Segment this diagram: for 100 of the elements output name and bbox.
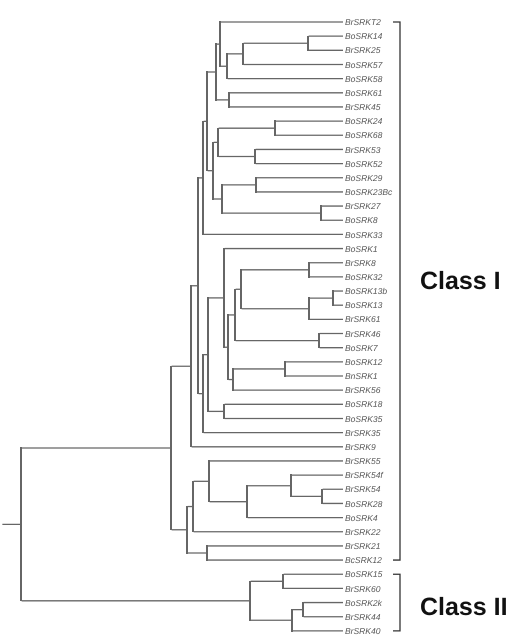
clade-line [207,297,209,412]
branch-line [236,340,318,342]
branch-line [210,501,246,502]
taxon-label: BrSRK8 [345,258,376,268]
clade-line [206,71,208,172]
clade-line [332,290,334,306]
branch-line [224,404,343,405]
taxon-label: BoSRK7 [345,342,378,353]
branch-line [310,262,343,264]
branch-line [172,366,190,367]
taxon-label: BrSRKT2 [345,17,381,28]
taxon-label: BoSRK58 [345,74,382,84]
class-label: Class I [420,267,501,295]
branch-line [276,134,343,136]
clade-line [291,608,293,632]
branch-line [192,285,198,286]
clade-line [212,142,214,200]
branch-line [244,64,343,66]
branch-line [208,410,224,412]
branch-line [230,92,343,94]
taxon-label: BoSRK23Bc [345,187,392,198]
clade-line [192,480,194,532]
clade-line [221,184,223,214]
taxon-label: BrSRK21 [345,541,380,552]
branch-line [218,128,274,129]
taxon-label: BrSRK35 [345,428,380,438]
taxon-label: BrSRK56 [345,385,380,396]
branch-line [308,36,343,37]
clade-line [20,447,22,602]
clade-line [228,92,230,108]
taxon-label: BoSRK14 [345,31,382,42]
branch-line [222,212,320,214]
taxon-label: BrSRK46 [345,328,380,339]
clade-line [320,205,322,221]
branch-line [194,480,208,482]
branch-line [208,545,343,547]
branch-line [250,620,292,621]
branch-line [292,496,322,497]
taxon-label: BrSRK9 [345,442,376,452]
clade-line [208,460,210,502]
branch-line [284,588,343,590]
clade-line [242,42,244,66]
taxon-label: BoSRK1 [345,244,378,254]
branch-line [204,354,208,356]
branch-line [244,42,308,44]
branch-line [220,66,226,67]
taxon-label: BrSRK55 [345,456,380,466]
clade-line [318,332,320,348]
clade-line [255,177,257,193]
taxon-label: BoSRK13 [345,300,382,310]
clade-line [170,366,172,530]
class-label: Class II [420,593,508,621]
taxon-label: BrSRK40 [345,626,380,636]
branch-line [304,616,343,618]
taxon-label: BrSRK27 [345,201,380,212]
branch-line [188,552,206,554]
taxon-label: BoSRK15 [345,569,382,580]
branch-line [210,460,343,462]
clade-line [197,177,199,394]
branch-line [310,318,343,320]
clade-line [226,53,228,80]
branch-line [310,297,332,299]
taxon-label: BrSRK61 [345,314,380,324]
branch-line [224,248,343,250]
clade-line [274,120,276,136]
branch-line [320,347,343,348]
taxon-label: BoSRK2k [345,598,382,608]
branch-line [234,368,284,370]
branch-line [198,177,202,179]
taxon-label: BrSRK54 [345,484,380,494]
clade-line [223,248,225,348]
clade-line [215,43,217,101]
clade-line [190,285,192,448]
taxon-label: BoSRK32 [345,272,382,282]
taxon-label: BcSRK12 [345,555,382,566]
branch-line [222,184,256,186]
branch-line [204,432,343,434]
branch-line [214,142,218,144]
branch-line [256,162,343,164]
branch-line [242,269,308,270]
taxon-label: BoSRK13b [345,286,388,296]
clade-line [240,269,242,310]
taxon-label: BoSRK8 [345,215,378,226]
taxon-label: BrSRK44 [345,612,380,622]
branch-line [322,220,343,221]
clade-line [249,580,251,621]
branch-line [236,288,240,290]
taxon-label: BrSRK45 [345,102,380,112]
branch-line [228,53,242,54]
clade-line [246,485,248,518]
branch-line [334,290,343,292]
clade-line [186,506,188,554]
clade-line [219,21,221,67]
clade-line [223,404,225,420]
taxon-label: BoSRK57 [345,60,382,70]
clade-line [232,368,234,391]
taxon-label: BrSRK25 [345,45,380,56]
branch-line [276,120,343,122]
clade-line [290,474,292,497]
branch-line [284,574,343,575]
